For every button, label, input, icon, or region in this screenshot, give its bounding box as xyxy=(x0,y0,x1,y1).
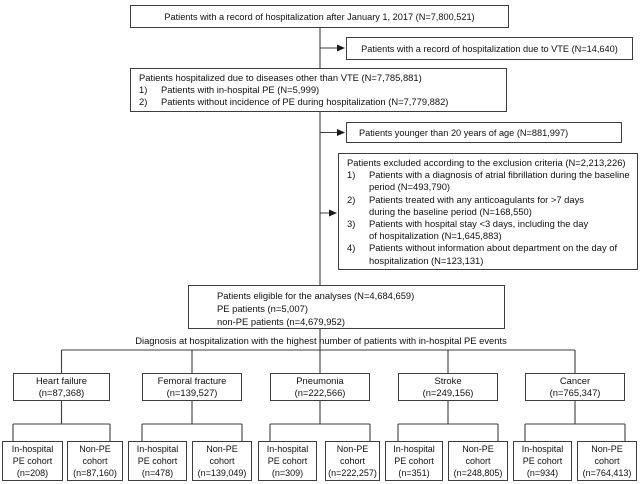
item-text: Patients with in-hospital PE (N=5,999) xyxy=(161,84,320,95)
box-eligible: Patients eligible for the analyses (N=4,… xyxy=(188,285,505,329)
box-category-cancer: Cancer (n=765,347) xyxy=(525,373,625,401)
list-item: 3) Patients with hospital stay <3 days, … xyxy=(347,218,633,242)
connector-lines xyxy=(12,28,626,441)
box-category-femoral-fracture: Femoral fracture (n=139,527) xyxy=(142,373,242,401)
box-other-than-vte: Patients hospitalized due to diseases ot… xyxy=(130,68,507,112)
arrowhead-exclusion xyxy=(329,209,337,217)
box-cohort-hf-nonpe: Non-PE cohort (n=87,160) xyxy=(67,441,123,481)
box-cohort-ff-pe: In-hospital PE cohort (n=478) xyxy=(128,441,187,481)
item-number: 4) xyxy=(347,242,356,254)
item-number: 3) xyxy=(347,218,356,230)
item-text: Patients treated with any anticoagulants… xyxy=(369,193,584,217)
arrowhead-vte xyxy=(337,44,345,52)
item-text: Patients without information about depar… xyxy=(369,242,618,266)
item-number: 2) xyxy=(139,96,148,107)
item-number: 1) xyxy=(139,84,148,95)
box-excluded-vte: Patients with a record of hospitalizatio… xyxy=(346,37,633,60)
box-exclusion-criteria: Patients excluded according to the exclu… xyxy=(338,153,638,270)
box-cohort-ca-pe: In-hospital PE cohort (n=934) xyxy=(513,441,572,481)
box-cohort-hf-pe: In-hospital PE cohort (n=208) xyxy=(2,441,63,481)
box-category-pneumonia: Pneumonia (n=222,566) xyxy=(270,373,370,401)
arrowhead-younger xyxy=(337,129,345,136)
item-number: 1) xyxy=(347,169,356,181)
branch-label: Diagnosis at hospitalization with the hi… xyxy=(135,335,507,346)
item-text: Patients with hospital stay <3 days, inc… xyxy=(369,218,589,242)
box-cohort-ff-nonpe: Non-PE cohort (n=139,049) xyxy=(192,441,252,481)
list-item: 4) Patients without information about de… xyxy=(347,242,633,266)
item-text: Patients without incidence of PE during … xyxy=(161,96,449,107)
box-cohort-st-nonpe: Non-PE cohort (n=248,805) xyxy=(448,441,508,481)
box-excluded-younger-than-20: Patients younger than 20 years of age (N… xyxy=(346,122,622,143)
box-cohort-ca-nonpe: Non-PE cohort (n=764,413) xyxy=(577,441,637,481)
box-cohort-st-pe: In-hospital PE cohort (n=351) xyxy=(385,441,443,481)
list-item: 1) Patients with in-hospital PE (N=5,999… xyxy=(139,84,502,96)
box-category-stroke: Stroke (n=249,156) xyxy=(398,373,498,401)
box-exclusion-title: Patients excluded according to the exclu… xyxy=(347,157,626,168)
list-item: 2) Patients treated with any anticoagula… xyxy=(347,194,633,218)
box-cohort-pn-nonpe: Non-PE cohort (n=222,257) xyxy=(325,441,380,481)
item-text: Patients with a diagnosis of atrial fibr… xyxy=(369,169,630,193)
box-cohort-pn-pe: In-hospital PE cohort (n=309) xyxy=(258,441,317,481)
box-category-heart-failure: Heart failure (n=87,368) xyxy=(13,373,110,401)
box-other-than-vte-title: Patients hospitalized due to diseases ot… xyxy=(139,72,422,83)
item-number: 2) xyxy=(347,193,356,205)
box-hospitalization-total: Patients with a record of hospitalizatio… xyxy=(130,5,509,28)
list-item: 1) Patients with a diagnosis of atrial f… xyxy=(347,169,633,193)
list-item: 2) Patients without incidence of PE duri… xyxy=(139,96,502,108)
